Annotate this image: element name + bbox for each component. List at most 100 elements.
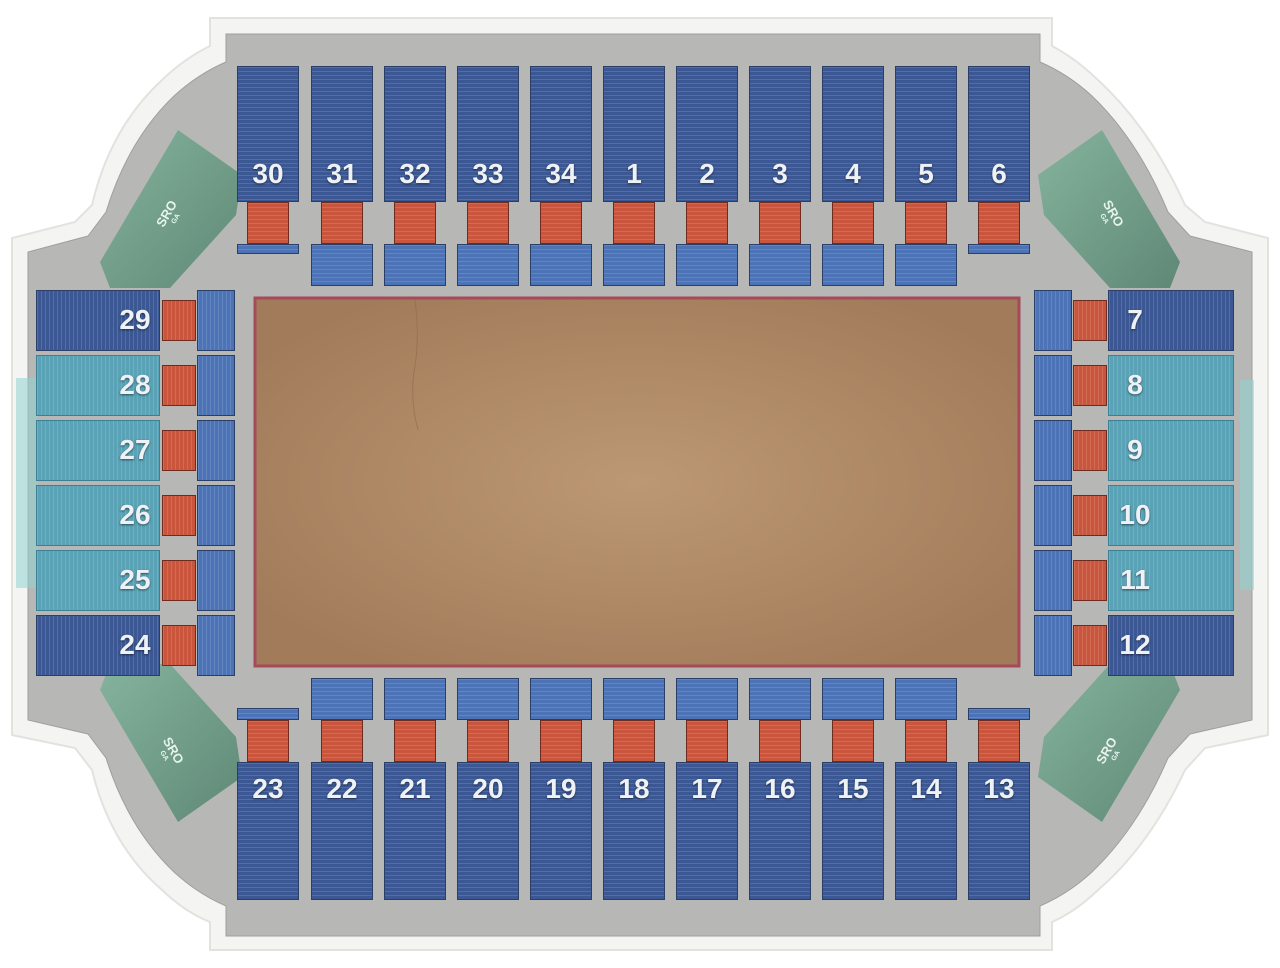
section-17-lower[interactable] — [676, 678, 738, 720]
section-14-lower[interactable] — [895, 678, 957, 720]
section-10-lower[interactable] — [1034, 485, 1072, 546]
section-34-upper[interactable] — [530, 66, 592, 202]
section-15-pit[interactable] — [832, 720, 874, 762]
section-26-upper[interactable] — [36, 485, 160, 546]
section-20-upper[interactable] — [457, 762, 519, 900]
section-21-upper[interactable] — [384, 762, 446, 900]
section-14-upper[interactable] — [895, 762, 957, 900]
section-10-pit[interactable] — [1073, 495, 1107, 536]
section-3-lower[interactable] — [749, 244, 811, 286]
section-18-pit[interactable] — [613, 720, 655, 762]
section-29-lower[interactable] — [197, 290, 235, 351]
section-30-pit[interactable] — [247, 202, 289, 244]
section-20-lower[interactable] — [457, 678, 519, 720]
section-17-pit[interactable] — [686, 720, 728, 762]
section-6-upper[interactable] — [968, 66, 1030, 202]
section-10-upper[interactable] — [1108, 485, 1234, 546]
sro-area-bottom-right[interactable] — [1038, 664, 1180, 822]
section-6-lower[interactable] — [968, 244, 1030, 254]
section-9-upper[interactable] — [1108, 420, 1234, 481]
sro-area-top-left[interactable] — [100, 130, 242, 288]
section-25-lower[interactable] — [197, 550, 235, 611]
section-5-upper[interactable] — [895, 66, 957, 202]
section-15-upper[interactable] — [822, 762, 884, 900]
section-26-lower[interactable] — [197, 485, 235, 546]
section-6-pit[interactable] — [978, 202, 1020, 244]
section-25-pit[interactable] — [162, 560, 196, 601]
section-23-pit[interactable] — [247, 720, 289, 762]
section-2-pit[interactable] — [686, 202, 728, 244]
section-28-lower[interactable] — [197, 355, 235, 416]
section-22-lower[interactable] — [311, 678, 373, 720]
section-15-lower[interactable] — [822, 678, 884, 720]
section-3-upper[interactable] — [749, 66, 811, 202]
section-16-upper[interactable] — [749, 762, 811, 900]
section-17-upper[interactable] — [676, 762, 738, 900]
section-2-upper[interactable] — [676, 66, 738, 202]
section-33-upper[interactable] — [457, 66, 519, 202]
section-19-lower[interactable] — [530, 678, 592, 720]
section-18-upper[interactable] — [603, 762, 665, 900]
section-24-lower[interactable] — [197, 615, 235, 676]
section-7-upper[interactable] — [1108, 290, 1234, 351]
section-32-upper[interactable] — [384, 66, 446, 202]
section-33-lower[interactable] — [457, 244, 519, 286]
section-30-upper[interactable] — [237, 66, 299, 202]
section-7-pit[interactable] — [1073, 300, 1107, 341]
section-11-lower[interactable] — [1034, 550, 1072, 611]
section-31-upper[interactable] — [311, 66, 373, 202]
section-22-upper[interactable] — [311, 762, 373, 900]
section-1-lower[interactable] — [603, 244, 665, 286]
section-27-upper[interactable] — [36, 420, 160, 481]
section-19-pit[interactable] — [540, 720, 582, 762]
section-4-lower[interactable] — [822, 244, 884, 286]
section-11-pit[interactable] — [1073, 560, 1107, 601]
section-28-upper[interactable] — [36, 355, 160, 416]
section-13-upper[interactable] — [968, 762, 1030, 900]
section-20-pit[interactable] — [467, 720, 509, 762]
section-7-lower[interactable] — [1034, 290, 1072, 351]
section-8-pit[interactable] — [1073, 365, 1107, 406]
section-25-upper[interactable] — [36, 550, 160, 611]
section-4-upper[interactable] — [822, 66, 884, 202]
section-13-lower[interactable] — [968, 708, 1030, 720]
section-3-pit[interactable] — [759, 202, 801, 244]
section-29-upper[interactable] — [36, 290, 160, 351]
section-16-pit[interactable] — [759, 720, 801, 762]
section-8-upper[interactable] — [1108, 355, 1234, 416]
section-9-lower[interactable] — [1034, 420, 1072, 481]
section-16-lower[interactable] — [749, 678, 811, 720]
section-31-lower[interactable] — [311, 244, 373, 286]
section-27-pit[interactable] — [162, 430, 196, 471]
section-14-pit[interactable] — [905, 720, 947, 762]
section-13-pit[interactable] — [978, 720, 1020, 762]
section-8-lower[interactable] — [1034, 355, 1072, 416]
section-24-pit[interactable] — [162, 625, 196, 666]
section-34-lower[interactable] — [530, 244, 592, 286]
section-2-lower[interactable] — [676, 244, 738, 286]
section-23-upper[interactable] — [237, 762, 299, 900]
section-1-pit[interactable] — [613, 202, 655, 244]
section-5-pit[interactable] — [905, 202, 947, 244]
section-18-lower[interactable] — [603, 678, 665, 720]
section-5-lower[interactable] — [895, 244, 957, 286]
section-28-pit[interactable] — [162, 365, 196, 406]
section-24-upper[interactable] — [36, 615, 160, 676]
section-4-pit[interactable] — [832, 202, 874, 244]
section-21-lower[interactable] — [384, 678, 446, 720]
section-29-pit[interactable] — [162, 300, 196, 341]
section-27-lower[interactable] — [197, 420, 235, 481]
section-26-pit[interactable] — [162, 495, 196, 536]
section-30-lower[interactable] — [237, 244, 299, 254]
section-1-upper[interactable] — [603, 66, 665, 202]
section-12-upper[interactable] — [1108, 615, 1234, 676]
sro-area-bottom-left[interactable] — [100, 664, 242, 822]
sro-area-top-right[interactable] — [1038, 130, 1180, 288]
section-34-pit[interactable] — [540, 202, 582, 244]
section-11-upper[interactable] — [1108, 550, 1234, 611]
section-32-pit[interactable] — [394, 202, 436, 244]
section-33-pit[interactable] — [467, 202, 509, 244]
section-22-pit[interactable] — [321, 720, 363, 762]
section-9-pit[interactable] — [1073, 430, 1107, 471]
section-31-pit[interactable] — [321, 202, 363, 244]
